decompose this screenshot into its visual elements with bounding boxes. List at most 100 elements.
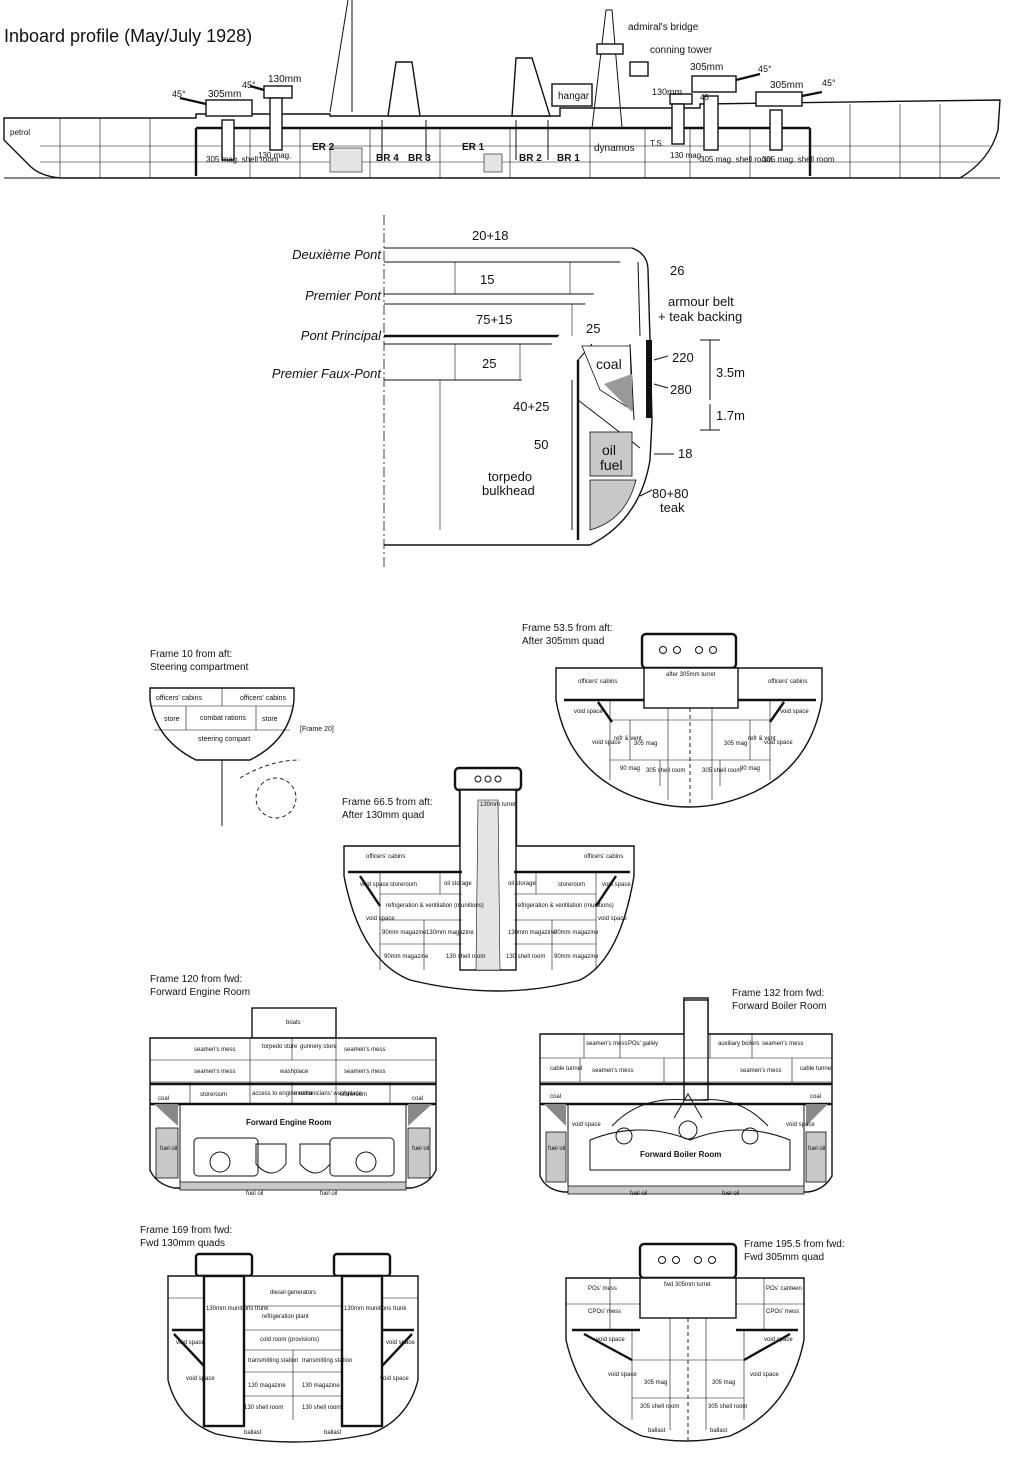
f53-void-3: void space xyxy=(592,740,621,746)
label-er1: ER 1 xyxy=(462,142,485,153)
f66-90mag-2: 90mm magazine xyxy=(554,930,599,936)
f132-aux: auxiliary boilers xyxy=(718,1041,759,1047)
dim-1-7m: 1.7m xyxy=(716,408,745,423)
f66-130mag-2: 130mm magazine xyxy=(508,930,556,936)
f169-shell-1: 130 shell room xyxy=(244,1405,283,1411)
f195-ballast-1: ballast xyxy=(648,1428,666,1434)
label-ts: T.S. xyxy=(650,139,664,148)
f195-void-2: void space xyxy=(764,1337,793,1343)
dim-15: 15 xyxy=(480,272,494,287)
f195-void-1: void space xyxy=(596,1337,625,1343)
f10-store-2: store xyxy=(262,716,278,723)
label-fuel: fuel xyxy=(600,457,623,473)
inboard-profile: Inboard profile (May/July 1928) xyxy=(3,0,1001,179)
f53-void-4: void space xyxy=(764,740,793,746)
f66-refr-2: refrigeration & ventilation (munitions) xyxy=(516,903,614,909)
f53-turret-house xyxy=(640,632,738,670)
dim-75-15: 75+15 xyxy=(476,312,513,327)
f66-officers-1: officers' cabins xyxy=(366,854,405,860)
f195-title: Frame 195.5 from fwd: xyxy=(744,1239,845,1250)
dim-18: 18 xyxy=(678,446,692,461)
f66-shell-2: 130 shell room xyxy=(506,954,545,960)
dim-25-faux: 25 xyxy=(482,356,496,371)
f132-cable-1: cable tunnel xyxy=(550,1066,582,1072)
f53-void-2: void space xyxy=(780,709,809,715)
f53-refr-1: refr & vent xyxy=(614,736,642,742)
f10-combat: combat rations xyxy=(200,715,246,722)
label-45-a: 45° xyxy=(172,89,186,99)
f169-subtitle: Fwd 130mm quads xyxy=(140,1238,225,1249)
f169-void-3: void space xyxy=(186,1376,215,1382)
profile-hull xyxy=(3,99,1001,179)
f132-subtitle: Forward Boiler Room xyxy=(732,1001,826,1012)
f195-void-4: void space xyxy=(750,1372,779,1378)
frame-169: Frame 169 from fwd: Fwd 130mm quads dies… xyxy=(140,1225,419,1443)
aft-130-turret xyxy=(249,84,293,151)
f10-steering: steering compart xyxy=(198,736,250,743)
profile-title: Inboard profile (May/July 1928) xyxy=(4,26,252,46)
f10-frame20: [Frame 20] xyxy=(300,726,334,733)
label-oil: oil xyxy=(602,442,616,458)
label-hangar: hangar xyxy=(558,91,590,102)
f132-fuel-left xyxy=(545,1131,567,1183)
f132-fuel-2: fuel oil xyxy=(808,1146,825,1152)
label-fwd-130-mag: 130 mag xyxy=(670,151,701,160)
f132-room: Forward Boiler Room xyxy=(640,1150,721,1159)
frame-132: Frame 132 from fwd: Forward Boiler Room xyxy=(539,988,833,1197)
f10-store-1: store xyxy=(164,716,180,723)
f169-turret-right xyxy=(332,1252,392,1278)
f66-90mag-4: 90mm magazine xyxy=(554,954,599,960)
f66-void-1: void space xyxy=(360,882,389,888)
f120-mech: mechanicians' washplace xyxy=(294,1091,363,1097)
f66-90mag-1: 90mm magazine xyxy=(382,930,427,936)
f169-mag-2: 130 magazine xyxy=(302,1383,340,1389)
f120-coal-1: coal xyxy=(158,1096,169,1102)
f132-fuel-b1: fuel oil xyxy=(630,1191,647,1197)
f120-store-1: storeroom xyxy=(200,1092,227,1098)
f66-store-2: storeroom xyxy=(558,882,585,888)
f120-gunnery: gunnery store xyxy=(300,1044,337,1050)
f66-130mag-1: 130mm magazine xyxy=(426,930,474,936)
f120-title: Frame 120 from fwd: xyxy=(150,974,242,985)
dim-280: 280 xyxy=(670,382,692,397)
f66-void-3: void space xyxy=(366,916,395,922)
label-br4: BR 4 xyxy=(376,153,399,164)
funnel-fwd xyxy=(511,57,551,117)
f66-turret-house xyxy=(453,766,523,792)
f120-fuel-left xyxy=(155,1127,179,1179)
f53-officers-1: officers' cabins xyxy=(578,679,617,685)
f120-mess-3: seamen's mess xyxy=(194,1069,236,1075)
deck-faux: Premier Faux-Pont xyxy=(272,366,382,381)
deck-deuxieme: Deuxième Pont xyxy=(292,247,382,262)
fwd-305-turret-1 xyxy=(691,72,761,151)
f132-mess-2: seamen's mess xyxy=(762,1041,804,1047)
f10-subtitle: Steering compartment xyxy=(150,662,249,673)
f169-void-4: void space xyxy=(380,1376,409,1382)
fwd-130-turret xyxy=(669,93,693,145)
frame-10: Frame 10 from aft: Steering compartment … xyxy=(149,649,334,826)
f169-mag-1: 130 magazine xyxy=(248,1383,286,1389)
f120-mess-4: seamen's mess xyxy=(344,1069,386,1075)
f53-title: Frame 53.5 from aft: xyxy=(522,623,613,634)
f195-cpo-2: CPOs' mess xyxy=(766,1309,799,1315)
f195-turret-house xyxy=(638,1242,738,1280)
f53-subtitle: After 305mm quad xyxy=(522,636,604,647)
f169-ballast-2: ballast xyxy=(324,1430,342,1436)
f66-turret: 130mm turret xyxy=(480,802,516,808)
f132-title: Frame 132 from fwd: xyxy=(732,988,824,999)
label-gun-305-aft: 305mm xyxy=(208,89,241,100)
f120-coal-2: coal xyxy=(412,1096,423,1102)
f132-fuel-1: fuel oil xyxy=(548,1146,565,1152)
section-hull-side xyxy=(384,247,653,546)
f132-mess-1: seamen's mess xyxy=(586,1041,628,1047)
dim-25-principal: 25 xyxy=(586,321,600,336)
f53-refr-2: refr & vent xyxy=(748,736,776,742)
label-45-c: 45° xyxy=(758,64,772,74)
f53-void-1: void space xyxy=(574,709,603,715)
f66-refr-1: refrigeration & ventilation (munitions) xyxy=(386,903,484,909)
f169-refr: refrigeration plant xyxy=(262,1314,309,1320)
dim-26: 26 xyxy=(670,263,684,278)
f53-shell-1: 305 shell room xyxy=(646,768,685,774)
f132-cable-2: cable tunnel xyxy=(800,1066,832,1072)
